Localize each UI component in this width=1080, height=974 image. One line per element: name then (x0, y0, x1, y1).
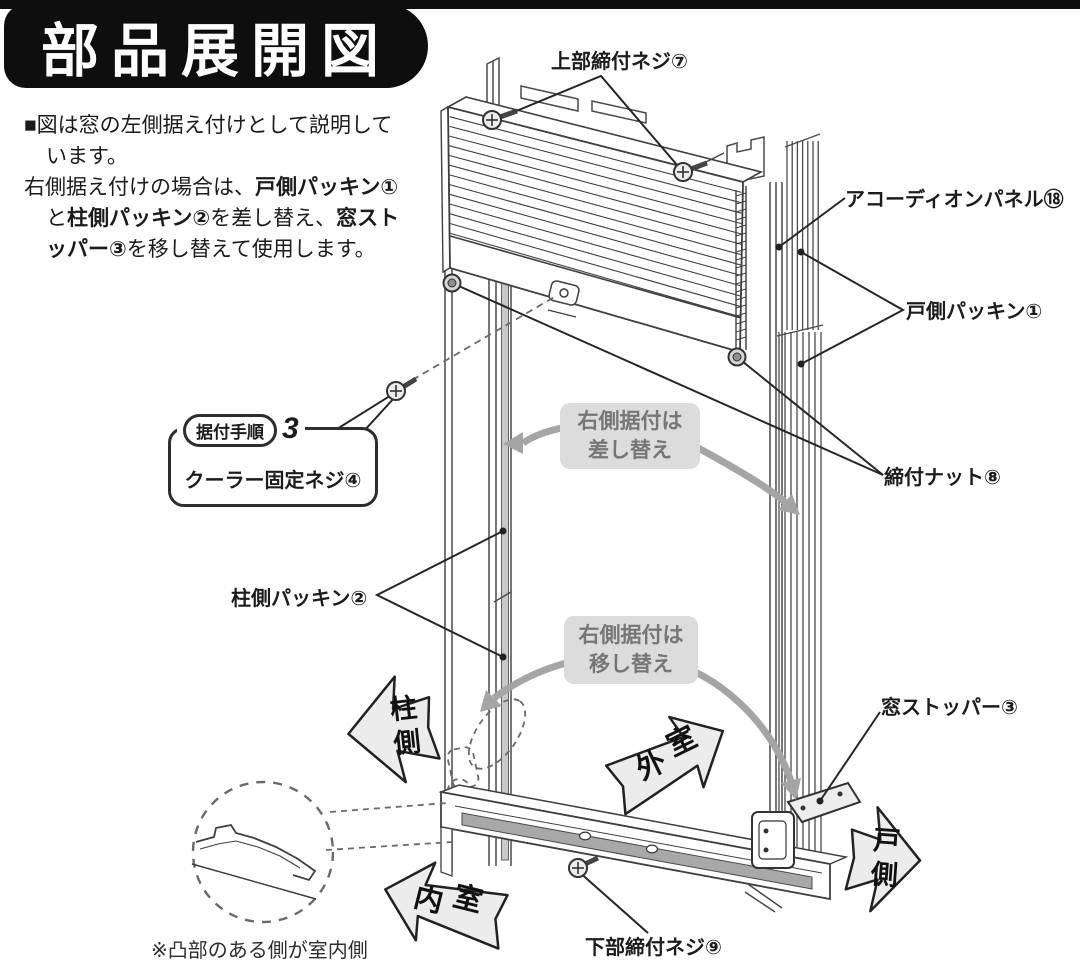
callout-swap-line2: 差し替え (588, 439, 672, 462)
accordion-panel-art (440, 96, 764, 354)
upper-screw-right-icon (673, 160, 708, 182)
page-title-banner: 部品展開図 (4, 4, 428, 88)
outdoor-arrow-shape (604, 715, 725, 816)
indoor-direction-arrow: 内 室 (370, 845, 518, 958)
description-segment: 柱側パッキン② (67, 207, 211, 230)
page-title: 部品展開図 (40, 19, 391, 84)
lower-screw-icon (568, 855, 600, 878)
footnote: ※凸部のある側が室内側 (151, 940, 368, 962)
detail-circle (191, 780, 453, 924)
label-accordion-panel: アコーディオンパネル⑱ (845, 189, 1064, 211)
description-segment: 戸側パッキン① (255, 176, 399, 199)
outdoor-direction-arrow: 外 室 (590, 693, 745, 826)
window-stopper-art (751, 781, 862, 869)
callout-relocate-line2: 移し替え (589, 653, 673, 676)
callout-relocate: 右側据付は 移し替え (564, 616, 698, 684)
label-cooler-fixing-screw: クーラー固定ネジ④ (184, 470, 362, 492)
pillar-side-char-1: 柱 (388, 692, 419, 726)
procedure-badge-label: 据付手順 (183, 414, 277, 447)
procedure-step-number: 3 (282, 412, 299, 445)
callout-swap: 右側据付は 差し替え (560, 403, 700, 469)
label-upper-fastening-screw: 上部締付ネジ⑦ (551, 51, 688, 73)
indoor-arrow-shape (384, 861, 509, 950)
upper-screw-left-icon (482, 108, 518, 130)
installation-description: ■図は窓の左側据え付けとして説明しています。右側据え付けの場合は、戸側パッキン①… (24, 110, 406, 265)
pillar-side-packing-strip (501, 267, 509, 861)
left-arrow-shape (347, 675, 441, 784)
description-segment: を移し替えて使用します。 (126, 238, 376, 261)
label-window-stopper: 窓ストッパー③ (881, 697, 1018, 719)
description-paragraph: 右側据え付けの場合は、戸側パッキン① と柱側パッキン②を差し替え、窓ストッパー③を… (24, 172, 406, 265)
procedure-box: 据付手順 3 クーラー固定ネジ④ (168, 414, 378, 507)
pillar-side-char-2: 側 (392, 726, 423, 760)
bottom-sill (438, 784, 849, 901)
door-side-char-1: 戸 (872, 825, 902, 857)
door-side-char-2: 側 (869, 859, 899, 891)
callout-swap-line1: 右側据付は (577, 410, 683, 433)
label-door-side-packing: 戸側パッキン① (906, 301, 1043, 323)
leader-dots (499, 243, 824, 805)
left-rail (444, 56, 647, 872)
description-segment: を差し替え、 (210, 207, 337, 230)
description-segment: ■図は窓の左側据え付けとして説明しています。 (24, 114, 393, 168)
description-segment: 窓ストッパー③ (46, 207, 400, 261)
pillar-side-direction-arrow: 柱 側 (334, 664, 441, 793)
fastening-nut-left-icon (442, 273, 462, 293)
description-segment: 右側据え付けの場合は、 (24, 176, 255, 199)
leader-lines (336, 74, 906, 934)
description-segment: と (46, 207, 67, 230)
label-pillar-side-packing: 柱側パッキン② (231, 588, 368, 610)
label-lower-fastening-screw: 下部締付ネジ⑨ (585, 937, 722, 959)
callout-relocate-line1: 右側据付は (578, 624, 684, 647)
procedure-badge: 据付手順 3 (177, 414, 305, 447)
door-side-direction-arrow: 戸 側 (842, 797, 928, 920)
right-arrow-shape (844, 806, 922, 913)
label-fastening-nut: 締付ナット⑧ (884, 467, 1001, 489)
top-border-strip (0, 0, 1080, 9)
cooler-fixing-screw-icon (386, 376, 418, 401)
fastening-nut-right-icon (727, 347, 747, 367)
sill-rail (461, 812, 813, 890)
description-paragraph: ■図は窓の左側据え付けとして説明しています。 (24, 110, 406, 172)
